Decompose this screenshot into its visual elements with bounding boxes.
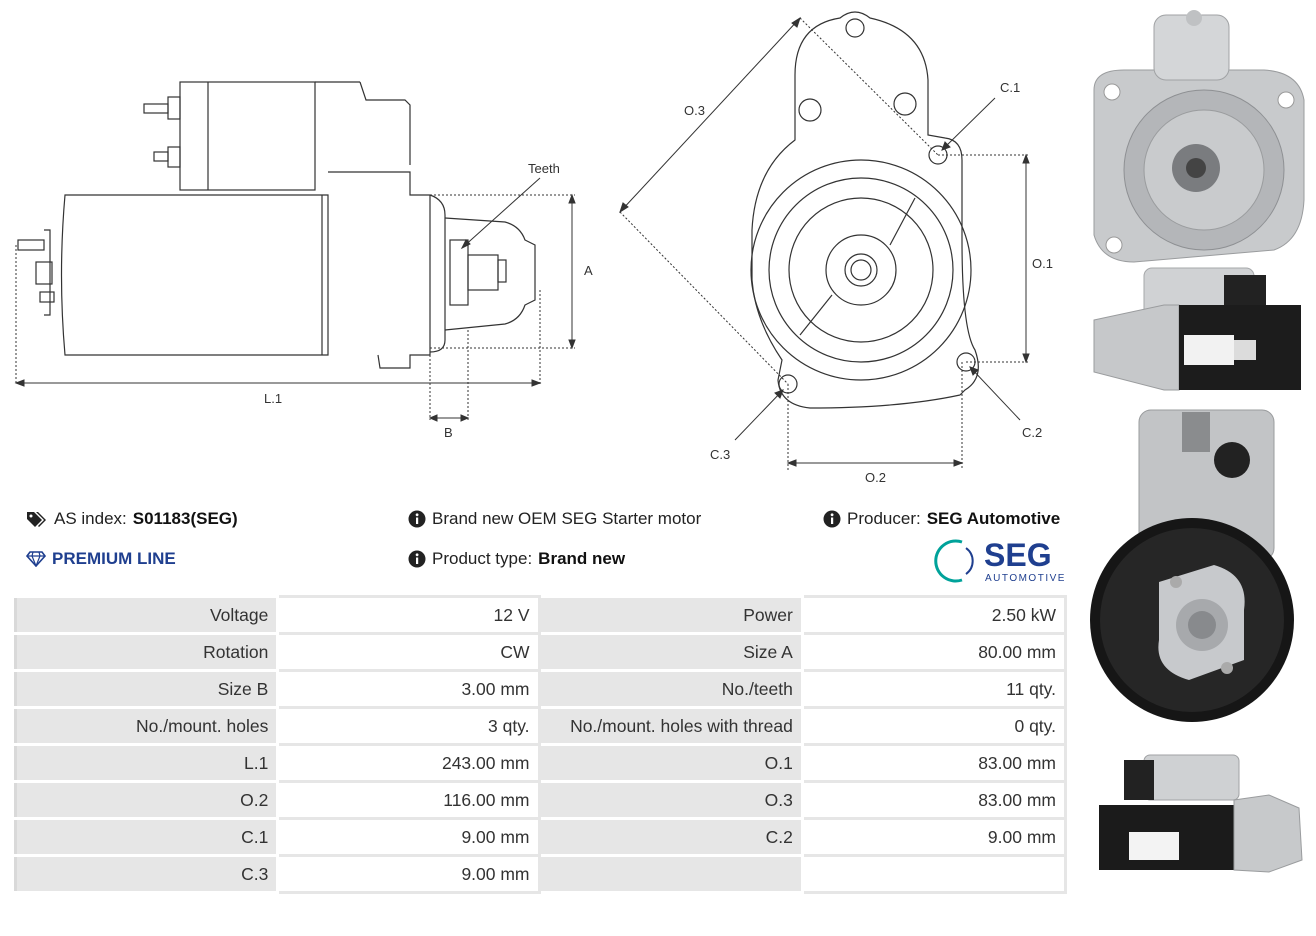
spec-value	[800, 854, 1068, 894]
spec-label: No./mount. holes	[13, 706, 280, 746]
info-icon	[408, 510, 426, 528]
as-index-value: S01183(SEG)	[132, 509, 238, 528]
spec-label: C.1	[13, 817, 280, 857]
producer-label: Producer:	[847, 509, 921, 528]
label-o1: O.1	[1032, 256, 1053, 271]
spec-label	[537, 854, 804, 894]
product-type-label: Product type:	[432, 549, 533, 568]
info-icon	[823, 510, 841, 528]
motor-body	[60, 194, 329, 356]
spec-value: 83.00 mm	[800, 743, 1068, 783]
tags-icon	[27, 512, 46, 527]
technical-drawing: Teeth A L.1 B	[14, 11, 1053, 485]
spec-value: 116.00 mm	[276, 780, 541, 820]
producer-row: Producer: SEG Automotive	[823, 509, 1060, 529]
description-row: Brand new OEM SEG Starter motor	[408, 509, 701, 529]
spec-label: O.3	[537, 780, 804, 820]
spec-value: 9.00 mm	[800, 817, 1068, 857]
description-text: Brand new OEM SEG Starter motor	[432, 509, 702, 528]
spec-value: 9.00 mm	[276, 817, 541, 857]
spec-label: C.2	[537, 817, 804, 857]
mounting-flange	[751, 11, 979, 409]
label-c2: C.2	[1022, 425, 1042, 440]
product-type-value: Brand new	[538, 549, 626, 568]
spec-value: 11 qty.	[800, 669, 1068, 709]
spec-value: 0 qty.	[800, 706, 1068, 746]
photo-front-flange	[1093, 10, 1305, 263]
spec-value: 83.00 mm	[800, 780, 1068, 820]
label-c3: C.3	[710, 447, 730, 462]
spec-label: L.1	[13, 743, 280, 783]
spec-label: No./teeth	[537, 669, 804, 709]
spec-value: 2.50 kW	[800, 595, 1068, 635]
seg-logo-tagline: AUTOMOTIVE	[985, 573, 1066, 584]
diamond-icon	[26, 551, 46, 567]
label-c1: C.1	[1000, 80, 1020, 95]
label-a: A	[584, 263, 593, 278]
photo-rear	[1090, 409, 1294, 722]
spec-label: Voltage	[13, 595, 280, 635]
product-photos	[1090, 10, 1305, 873]
solenoid	[179, 81, 316, 191]
spec-label: Size A	[537, 632, 804, 672]
spec-value: 12 V	[276, 595, 541, 635]
spec-value: 9.00 mm	[276, 854, 541, 894]
spec-label: No./mount. holes with thread	[537, 706, 804, 746]
premium-line-badge: PREMIUM LINE	[26, 549, 176, 569]
product-type-row: Product type: Brand new	[408, 549, 625, 569]
label-b: B	[444, 425, 453, 440]
spec-value: 3.00 mm	[276, 669, 541, 709]
label-o3: O.3	[684, 103, 705, 118]
as-index-row: AS index: S01183(SEG)	[26, 509, 238, 529]
spec-value: 243.00 mm	[276, 743, 541, 783]
as-index-label: AS index:	[54, 509, 127, 528]
photo-side-2	[1099, 754, 1303, 873]
spec-label: Size B	[13, 669, 280, 709]
photo-side-label	[1093, 267, 1301, 391]
spec-label: Rotation	[13, 632, 280, 672]
seg-automotive-logo: SEG AUTOMOTIVE	[934, 537, 1066, 584]
spec-label: O.1	[537, 743, 804, 783]
spec-value: CW	[276, 632, 541, 672]
spec-value: 3 qty.	[276, 706, 541, 746]
producer-value: SEG Automotive	[926, 509, 1061, 528]
seg-logo-brand: SEG	[984, 537, 1052, 573]
label-teeth: Teeth	[528, 161, 560, 176]
premium-line-label: PREMIUM LINE	[52, 549, 176, 568]
spec-label: O.2	[13, 780, 280, 820]
spec-label: Power	[537, 595, 804, 635]
label-o2: O.2	[865, 470, 886, 485]
spec-value: 80.00 mm	[800, 632, 1068, 672]
label-l1: L.1	[264, 391, 282, 406]
spec-label: C.3	[13, 854, 280, 894]
info-icon	[408, 550, 426, 568]
